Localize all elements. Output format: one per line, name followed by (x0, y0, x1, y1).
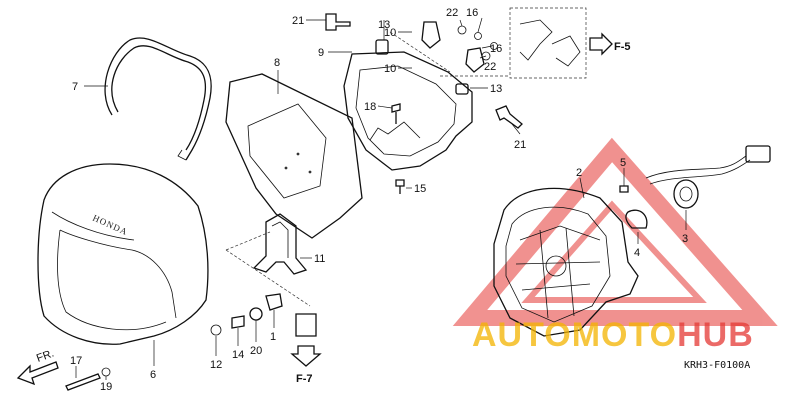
callout-21-upper: 21 (292, 15, 304, 27)
part-8-cutout (247, 103, 327, 199)
part-16-screw-upper (474, 32, 482, 40)
callout-10-lower: 10 (384, 63, 396, 75)
ref-line-b (225, 249, 311, 307)
part-19-grommet (249, 307, 263, 321)
part-10-clip-lower (465, 47, 485, 73)
ref-line-a (225, 231, 271, 251)
part-8-panel (225, 73, 363, 239)
callout-3: 3 (682, 233, 688, 245)
part-13-collar-lower (455, 83, 469, 95)
part-9-tabs (369, 121, 421, 141)
direction-label: FR. (35, 347, 56, 364)
leader-10 (398, 31, 412, 69)
part-22-nut-upper (457, 25, 467, 35)
watermark-part2: MOTO (572, 316, 677, 354)
part-6-inner-edge (57, 229, 177, 331)
part-21-bolt-upper (325, 13, 351, 31)
callout-7: 7 (72, 81, 78, 93)
part-13-collar-upper (375, 39, 389, 55)
f5-clip-a (519, 19, 553, 61)
watermark-text: AUTOMOTOHUB (472, 316, 754, 354)
part-3-socket (673, 179, 699, 209)
leader-21 (306, 19, 521, 135)
leader-hardware (215, 310, 275, 356)
f5-detail-box (509, 7, 587, 79)
callout-22-upper: 22 (446, 7, 458, 19)
part-7-guard (104, 37, 212, 161)
leader-22 (459, 19, 487, 59)
leader-2 (579, 177, 585, 199)
f7-arrow-icon (290, 345, 322, 367)
part-6-cowl (37, 163, 209, 345)
brand-text: HONDA (91, 213, 129, 237)
part-7-tip (177, 149, 187, 161)
watermark-part3: HUB (677, 316, 754, 354)
f5-arrow-icon (589, 32, 613, 56)
part-10-clip-upper (421, 21, 441, 49)
part-2-lens (505, 206, 611, 323)
callout-9: 9 (318, 47, 324, 59)
part-18-screw (391, 103, 401, 124)
callout-15: 15 (414, 183, 426, 195)
callout-14: 14 (232, 349, 244, 361)
callout-21-lower: 21 (514, 139, 526, 151)
part-9-inner (355, 65, 457, 157)
part-9-case (343, 51, 473, 171)
callout-16-lower: 16 (490, 43, 502, 55)
part-f7-bolt (295, 313, 317, 337)
part-14-collar (231, 315, 245, 329)
callout-8: 8 (274, 57, 280, 69)
part-20-washer (101, 367, 111, 377)
f5-clip-b (551, 35, 581, 67)
part-3-wiring (645, 155, 751, 185)
callout-12: 12 (210, 359, 222, 371)
part-11-bracket (252, 213, 308, 275)
part-17-screw (65, 373, 101, 391)
part-22-nut-lower (481, 51, 491, 61)
callout-1: 1 (270, 331, 276, 343)
callout-13-upper: 13 (378, 19, 390, 31)
ref-f7: F-7 (296, 373, 313, 385)
callout-5: 5 (620, 157, 626, 169)
leader-13 (383, 20, 488, 89)
callout-2: 2 (576, 167, 582, 179)
leader-17-20 (75, 366, 107, 380)
callout-6: 6 (150, 369, 156, 381)
callout-19: 20 (250, 345, 262, 357)
part-5-position-bulb (619, 185, 629, 193)
leader-18 (377, 105, 393, 109)
diagram-code: KRH3-F0100A (684, 360, 750, 371)
part-2-bulb-socket (545, 255, 567, 277)
callout-20: 19 (100, 381, 112, 393)
direction-arrow-icon (16, 361, 59, 386)
callout-17: 17 (70, 355, 82, 367)
callout-16-upper: 16 (466, 7, 478, 19)
ref-f5: F-5 (614, 41, 631, 53)
callout-10-upper: 10 (384, 27, 396, 39)
part-6-rim (51, 211, 135, 241)
callout-13-lower: 13 (490, 83, 502, 95)
part-3-connector (745, 145, 771, 163)
part-11-detail (271, 221, 289, 258)
part-12-washer (210, 324, 222, 336)
watermark-part1: AUTO (472, 316, 572, 354)
callout-22-lower: 22 (484, 61, 496, 73)
callout-18: 18 (364, 101, 376, 113)
part-8-texture (296, 152, 300, 156)
part-4-headlight-bulb (625, 209, 648, 229)
part-21-bolt-lower (495, 105, 523, 129)
part-1-clip (265, 293, 283, 311)
part-15-bolt (395, 179, 405, 194)
callout-4: 4 (634, 247, 640, 259)
callout-11: 11 (314, 253, 325, 265)
ref-line-d (389, 31, 451, 73)
part-2-headlight-unit (493, 187, 639, 337)
part-2-lens-pattern (515, 225, 601, 319)
leader-16 (477, 17, 493, 49)
